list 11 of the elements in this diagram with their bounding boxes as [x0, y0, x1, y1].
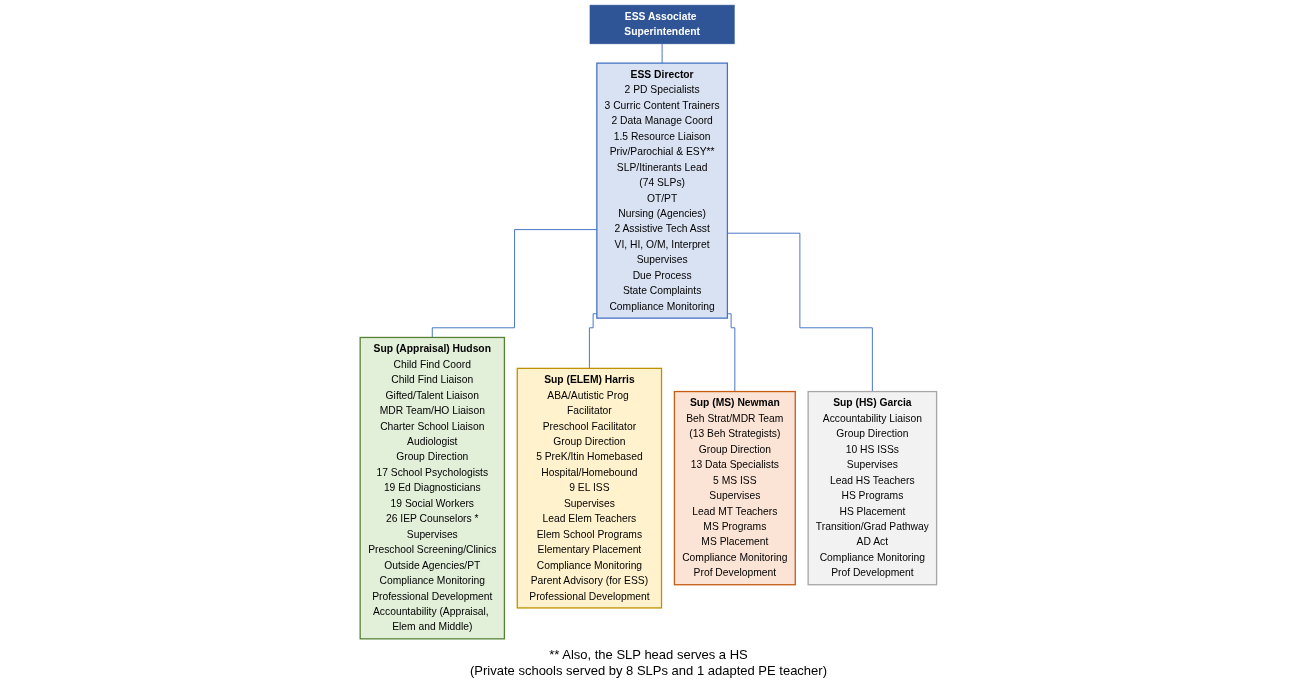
footnote: ** Also, the SLP head serves a HS	[548, 647, 749, 662]
connector	[727, 313, 736, 393]
node-box: ESS Associate Superintendent	[589, 4, 735, 45]
connector	[727, 232, 873, 393]
node-box: Sup (Appraisal) Hudson Child Find Coord Child Find Liaison Gifted/Talent Liaison MDR Team/HO Liaison Charter School Liaison Audiologist Group Direction 17 School Psychologists 19 Ed Diagnosticians 19 Social Workers 26 IEP Counselors * Supervises Preschool Screening/Clinics Outside Agencies/PT Compliance Monitoring Professional Development Accountability (Appraisal, Elem and Middle)	[359, 336, 506, 640]
node-box: Sup (MS) Newman Beh Strat/MDR Team (13 Beh Strategists) Group Direction 13 Data Specialists 5 MS ISS Supervises Lead MT Teachers MS Programs MS Placement Compliance Monitoring Prof Development	[673, 390, 797, 586]
node-box: Sup (ELEM) Harris ABA/Autistic Prog Facilitator Preschool Facilitator Group Direction 5 PreK/Itin Homebased Hospital/Homebound 9 EL ISS Supervises Lead Elem Teachers Elem School Programs Elementary Placement Compliance Monitoring Parent Advisory (for ESS) Professional Development	[516, 367, 663, 609]
footnote: (Private schools served by 8 SLPs and 1 adapted PE teacher)	[470, 663, 827, 678]
connector	[661, 43, 663, 64]
node-box: ESS Director 2 PD Specialists 3 Curric Content Trainers 2 Data Manage Coord 1.5 Resource Liaison Priv/Parochial & ESY** SLP/Itinerants Lead (74 SLPs) OT/PT Nursing (Agencies) 2 Assistive Tech Asst VI, HI, O/M, Interpret Supervises Due Process State Complaints Compliance Monitoring	[596, 62, 729, 319]
node-box: Sup (HS) Garcia Accountability Liaison Group Direction 10 HS ISSs Supervises Lead HS Teachers HS Programs HS Placement Transition/Grad Pathway AD Act Compliance Monitoring Prof Development	[807, 390, 938, 586]
